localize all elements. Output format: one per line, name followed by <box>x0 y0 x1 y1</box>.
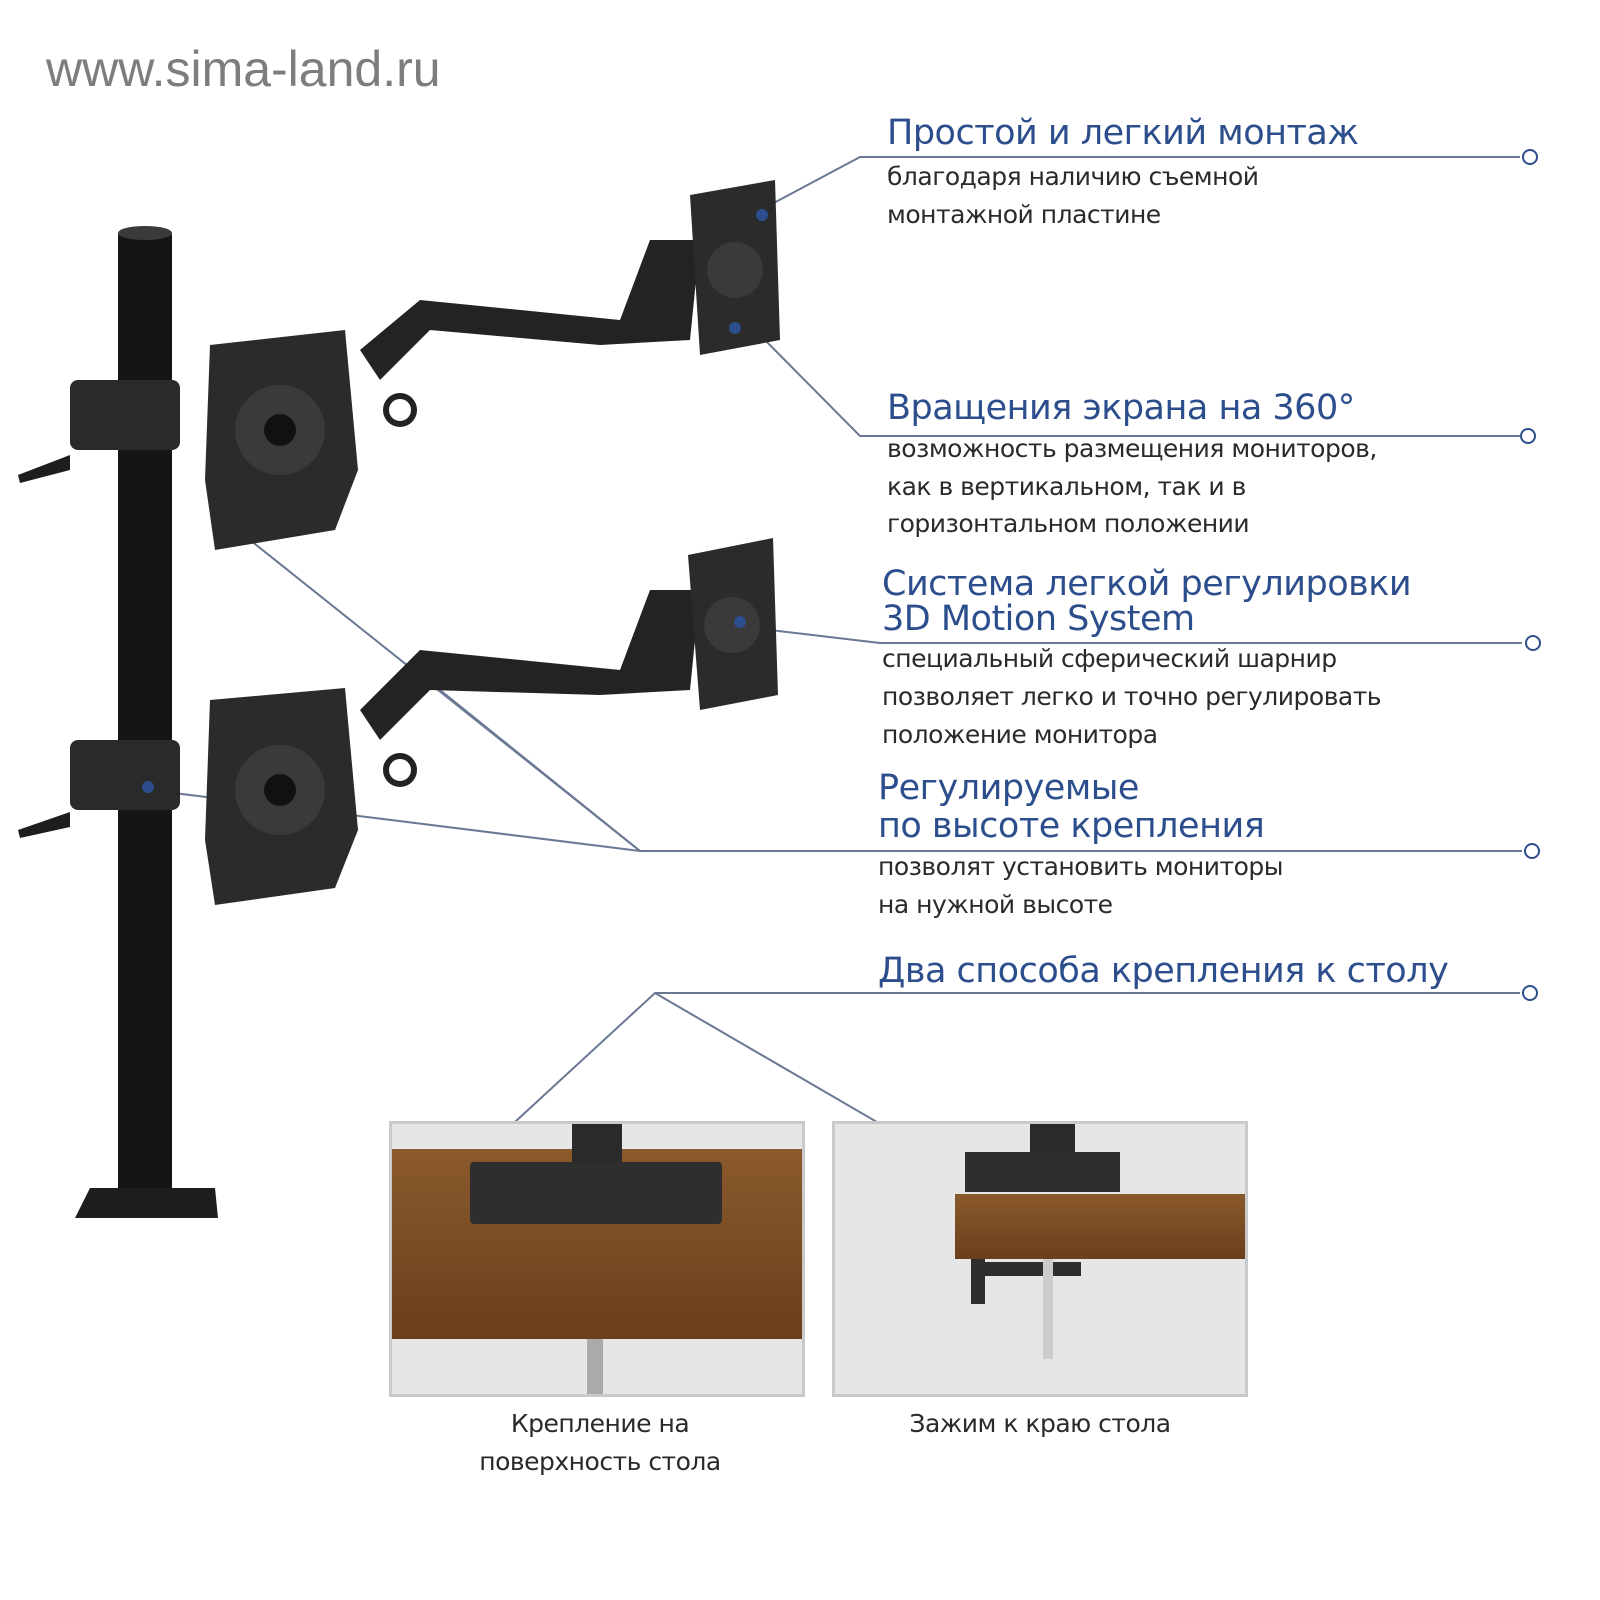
desk-edge-clamp-image <box>832 1121 1248 1397</box>
feature-title-3d-motion: Система легкой регулировки <box>882 564 1412 604</box>
monitor-stand <box>18 180 780 1218</box>
feature-title-rotation: Вращения экрана на 360° <box>887 388 1355 428</box>
caption-edge-clamp: Зажим к краю стола <box>860 1405 1220 1443</box>
feature-title-3d-motion-line2: 3D Motion System <box>882 599 1195 639</box>
caption-line: Крепление на <box>510 1409 690 1438</box>
feature-body-line: горизонтальном положении <box>887 509 1250 538</box>
desk-surface-mount-image <box>389 1121 805 1397</box>
callout-lines <box>149 156 1522 1151</box>
feature-title-easy-install: Простой и легкий монтаж <box>887 113 1359 153</box>
caption-surface-mount: Крепление на поверхность стола <box>420 1405 780 1481</box>
caption-line: поверхность стола <box>479 1447 721 1476</box>
feature-body-line: позволяет легко и точно регулировать <box>882 682 1382 711</box>
caption-line: Зажим к краю стола <box>909 1409 1171 1438</box>
feature-title-height-line2: по высоте крепления <box>878 806 1265 846</box>
feature-body-line: положение монитора <box>882 720 1158 749</box>
feature-body-line: как в вертикальном, так и в <box>887 472 1246 501</box>
feature-title-height: Регулируемые <box>878 768 1139 808</box>
feature-body-line: возможность размещения мониторов, <box>887 434 1377 463</box>
feature-body-line: благодаря наличию съемной <box>887 162 1259 191</box>
feature-body-line: специальный сферический шарнир <box>882 644 1337 673</box>
feature-body-line: на нужной высоте <box>878 890 1113 919</box>
feature-title-desk-mount: Два способа крепления к столу <box>878 951 1449 991</box>
callout-marker <box>1522 149 1538 165</box>
feature-body-line: монтажной пластине <box>887 200 1161 229</box>
feature-body-line: позволят установить мониторы <box>878 852 1284 881</box>
watermark: www.sima-land.ru <box>46 41 441 97</box>
